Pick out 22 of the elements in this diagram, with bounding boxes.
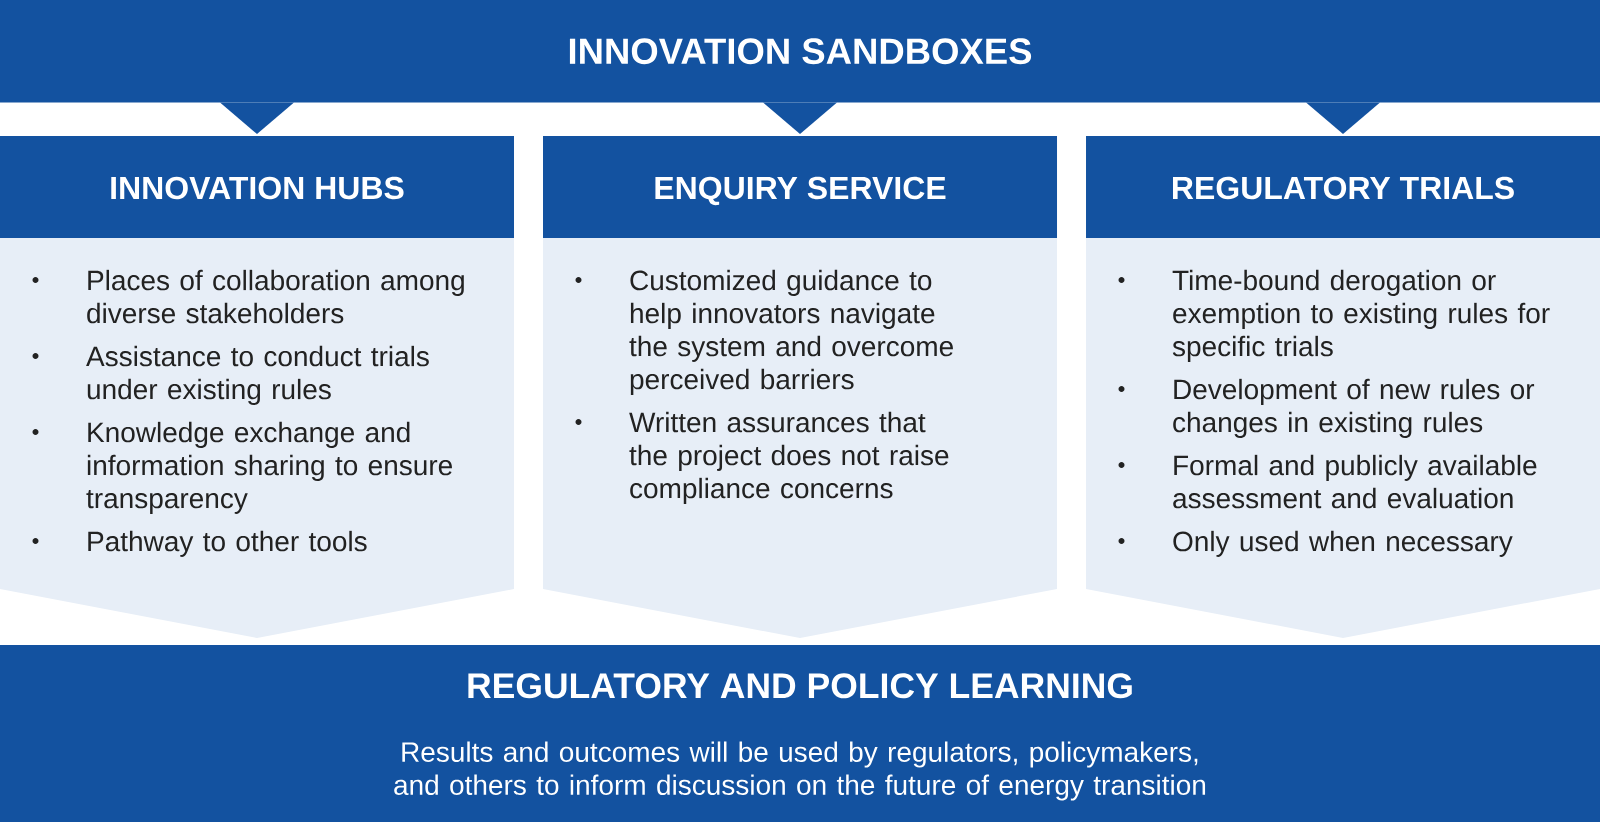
bullet-text: Only used when necessary (1173, 530, 1513, 557)
bullet-text: Development of new rules or changes in existing rules (1173, 378, 1535, 438)
bullet-text: Places of collaboration among diverse stakeholders (87, 269, 464, 324)
column-panel (543, 136, 1057, 638)
bullet-text: Formal and publicly available assessment and evaluation (1173, 454, 1537, 509)
bullet-text: Knowledge exchange and information sharing to ensure transparency (86, 421, 452, 514)
bullet-text: Written assurances that the project does not raise compliance concerns (629, 411, 949, 504)
column-panel (1086, 136, 1600, 638)
column-header: INNOVATION HUBS (0, 136, 514, 238)
arrow (763, 102, 837, 134)
bullet-text: Customized guidance to help innovators navigate the system and overcome perceived barriers (629, 269, 953, 395)
bullet-text: Pathway to other tools (88, 530, 367, 557)
bullet-text: Assistance to conduct trials under existing rules (86, 345, 429, 405)
arrow (1306, 102, 1380, 134)
banner-text: Results and outcomes will be used by regulators, policymakers, and others to inform discussion on the future of energy transition (394, 741, 1206, 801)
arrow (220, 102, 294, 134)
banner-heading: REGULATORY AND POLICY LEARNING (468, 673, 1132, 699)
bullet-text: Time-bound derogation or exemption to existing rules for specific trials (1172, 269, 1550, 362)
column-header: ENQUIRY SERVICE (543, 136, 1057, 238)
column-panel (0, 136, 514, 638)
column-header: REGULATORY TRIALS (1086, 136, 1600, 238)
info-banner (0, 645, 1600, 822)
